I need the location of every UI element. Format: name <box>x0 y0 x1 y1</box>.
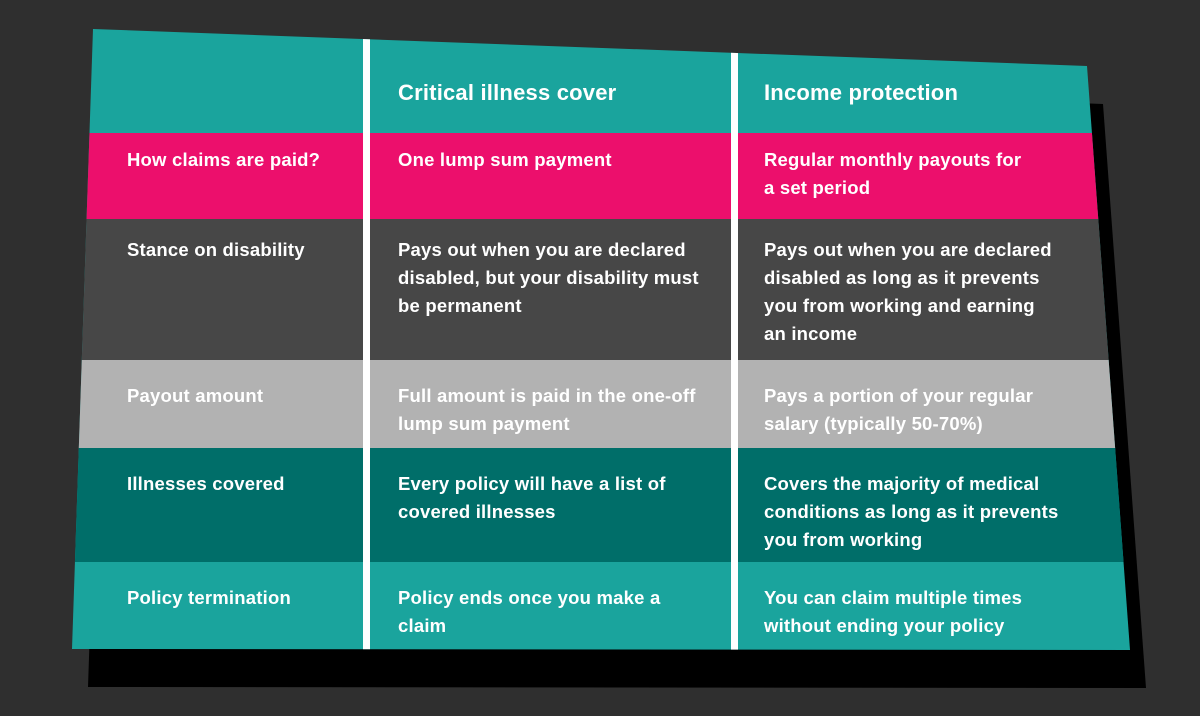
cell-critical-policy-termination: Policy ends once you make a claim <box>398 587 661 636</box>
row-label-policy-termination: Policy termination <box>127 587 291 608</box>
column-divider-1 <box>363 29 370 650</box>
row-label-how-claims-are-paid: How claims are paid? <box>127 149 321 170</box>
cell-critical-stance-on-disability: Pays out when you are declared disabled,… <box>398 239 699 316</box>
cell-critical-illnesses-covered: Every policy will have a list of covered… <box>398 473 666 522</box>
column-divider-2 <box>731 29 738 650</box>
cell-critical-how-claims-are-paid: One lump sum payment <box>398 149 612 170</box>
row-label-stance-on-disability: Stance on disability <box>127 239 305 260</box>
row-band-payout-amount <box>72 360 1130 448</box>
row-band-stance-on-disability <box>72 219 1130 360</box>
cell-income-payout-amount: Pays a portion of your regular salary (t… <box>764 385 1034 434</box>
row-band-how-claims-are-paid <box>72 133 1130 219</box>
column-header-critical-illness-cover: Critical illness cover <box>398 80 617 105</box>
row-band-illnesses-covered <box>72 448 1130 562</box>
cell-income-policy-termination: You can claim multiple times without end… <box>764 587 1023 636</box>
column-header-income-protection: Income protection <box>764 80 959 105</box>
row-label-payout-amount: Payout amount <box>127 385 264 406</box>
row-label-illnesses-covered: Illnesses covered <box>127 473 285 494</box>
cell-income-stance-on-disability: Pays out when you are declared disabled … <box>764 239 1052 344</box>
cell-critical-payout-amount: Full amount is paid in the one-off lump … <box>398 385 696 434</box>
cell-income-illnesses-covered: Covers the majority of medical condition… <box>764 473 1059 550</box>
cell-income-how-claims-are-paid: Regular monthly payouts for a set period <box>764 149 1022 198</box>
